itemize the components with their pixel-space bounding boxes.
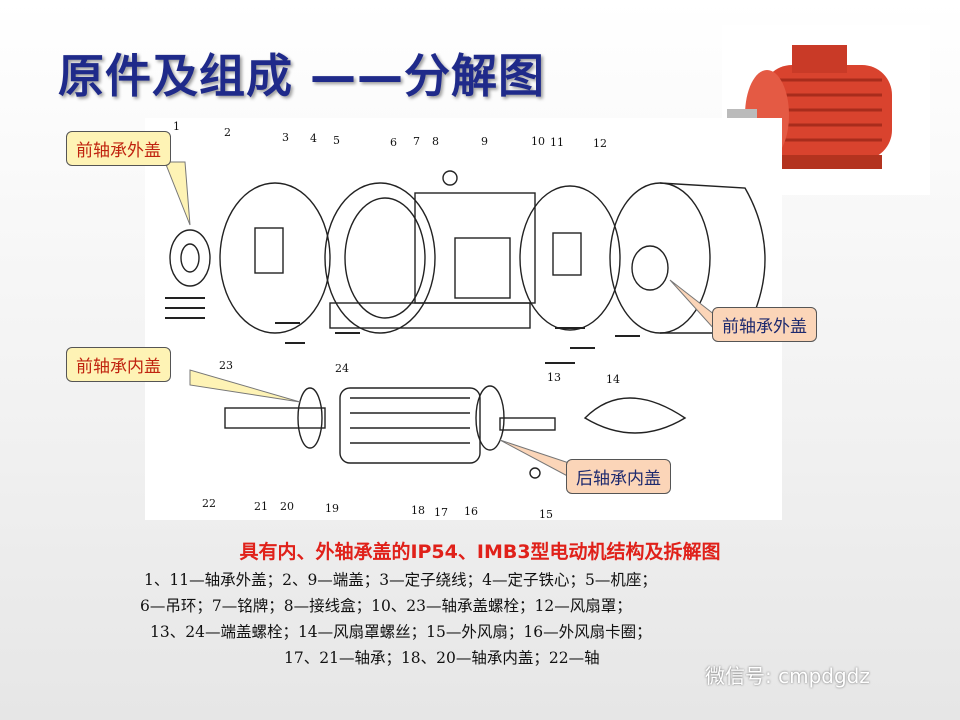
exploded-diagram: 1 2 3 4 5 6 7 8 9 10 11 12 13 14 15 16 1…	[145, 118, 782, 521]
part-number: 21	[254, 500, 268, 513]
part-number: 15	[539, 508, 553, 521]
part-number: 19	[325, 502, 339, 515]
part-number: 20	[280, 500, 294, 513]
part-number: 11	[550, 136, 564, 149]
part-number: 13	[547, 371, 561, 384]
part-number: 18	[411, 504, 425, 517]
legend-line: 1、11—轴承外盖；2、9—端盖；3—定子绕线；4—定子铁心；5—机座；	[144, 571, 657, 589]
callout-front-bearing-outer-cover-2: 前轴承外盖	[712, 307, 817, 342]
part-number: 2	[224, 126, 231, 139]
watermark: 微信号: cmpdgdz	[705, 664, 870, 688]
part-number: 10	[531, 135, 545, 148]
part-number: 5	[333, 134, 340, 147]
part-number: 23	[219, 359, 233, 372]
slide-title: 原件及组成 ——分解图	[58, 49, 546, 103]
part-number: 3	[282, 131, 289, 144]
motor-photo	[722, 25, 930, 195]
part-number: 4	[310, 132, 317, 145]
part-number: 8	[432, 135, 439, 148]
part-number: 14	[606, 373, 620, 386]
part-number: 12	[593, 137, 607, 150]
part-number: 7	[413, 135, 420, 148]
legend-line: 13、24—端盖螺栓；14—风扇罩螺丝；15—外风扇；16—外风扇卡圈；	[150, 623, 652, 641]
legend-line: 6—吊环；7—铭牌；8—接线盒；10、23—轴承盖螺栓；12—风扇罩；	[140, 597, 632, 615]
part-number: 22	[202, 497, 216, 510]
part-number: 9	[481, 135, 488, 148]
legend-line: 17、21—轴承；18、20—轴承内盖；22—轴	[284, 649, 600, 667]
callout-front-bearing-inner-cover: 前轴承内盖	[66, 347, 171, 382]
part-number: 16	[464, 505, 478, 518]
callout-rear-bearing-inner-cover: 后轴承内盖	[566, 459, 671, 494]
part-number: 6	[390, 136, 397, 149]
callout-front-bearing-outer-cover: 前轴承外盖	[66, 131, 171, 166]
part-number: 17	[434, 506, 448, 519]
part-number: 1	[173, 120, 180, 133]
diagram-caption: 具有内、外轴承盖的IP54、IMB3型电动机结构及拆解图	[239, 541, 721, 563]
part-number: 24	[335, 362, 349, 375]
